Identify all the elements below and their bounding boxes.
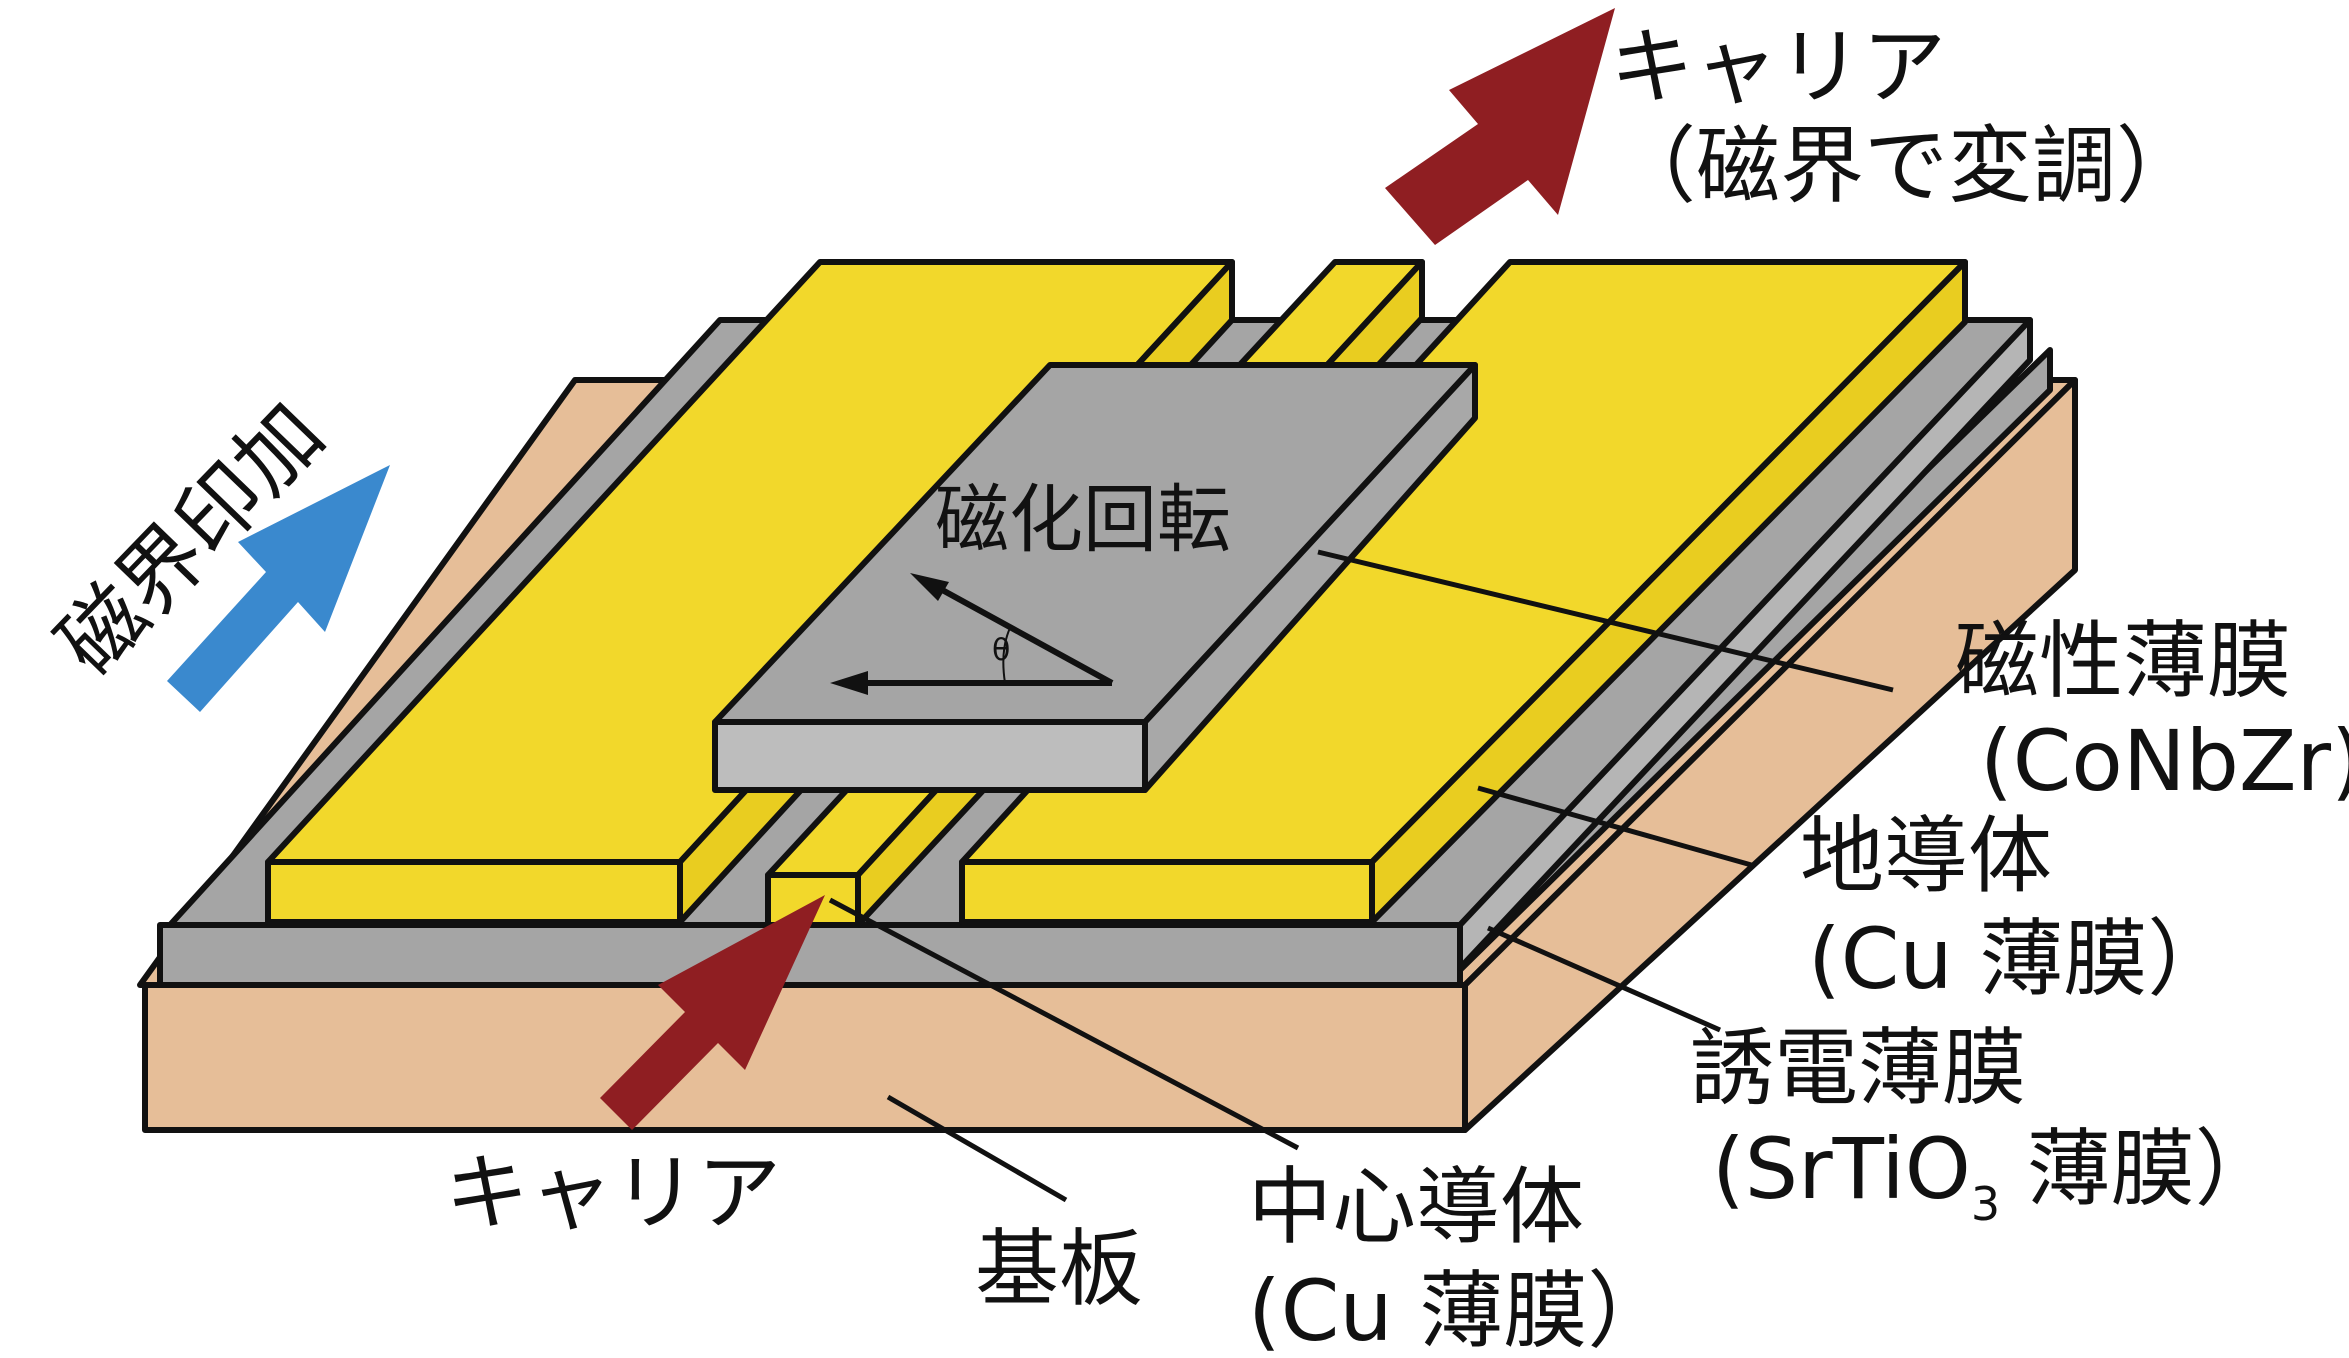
right-conductor-front (959, 859, 1375, 925)
leader-lines (828, 549, 1894, 1203)
angle-theta-label: θ (992, 633, 1010, 668)
carrier-input-arrow (600, 895, 825, 1130)
magnetization-rotated-arrow (933, 583, 1114, 686)
ground-conductor-leader (1477, 785, 1756, 869)
dielectric-front-face (157, 922, 1463, 988)
carrier-out-note: （磁界で変調） (1612, 117, 2200, 215)
left-conductor-front (265, 859, 683, 925)
magnetic-thin-film (712, 362, 1478, 793)
carrier-output-arrow (1385, 8, 1615, 245)
center-conductor-front (765, 872, 861, 928)
initial-arrowhead-icon (830, 671, 868, 695)
carrier-out-label: キャリア (1610, 18, 1946, 116)
ground-right-face (1457, 317, 2033, 971)
center-conductor-label: 中心導体 (1248, 1158, 1584, 1256)
magnetic-film-material: (CoNbZr) (1980, 712, 2349, 810)
magnetization-label: 磁化回転 (935, 477, 1231, 563)
ground-conductor-label: 地導体 (1800, 807, 2052, 905)
rotated-arrowhead-icon (910, 573, 949, 601)
dielectric-leader (1486, 925, 1722, 1033)
dielectric-film-material: (SrTiO3 薄膜） (1712, 1120, 2279, 1231)
substrate-front-face (142, 982, 1468, 1133)
substrate-leader (886, 1094, 1068, 1203)
magnetic-film-label: 磁性薄膜 (1955, 612, 2291, 710)
center-conductor-material: (Cu 薄膜） (1248, 1262, 1671, 1358)
magnetic-film-leader (1317, 549, 1894, 693)
dielectric-material-subscript: 3 (1971, 1177, 2000, 1231)
dielectric-film-label: 誘電薄膜 (1690, 1019, 2026, 1117)
ground-conductor-material: (Cu 薄膜） (1808, 910, 2231, 1008)
magnetic-film-front (712, 719, 1148, 793)
dielectric-material-main: (SrTiO (1712, 1120, 1971, 1218)
magnetic-field-arrow (167, 465, 390, 712)
rotation-angle-arc (1002, 627, 1011, 684)
dielectric-material-tail: 薄膜） (2000, 1120, 2279, 1218)
carrier-in-label: キャリア (445, 1144, 781, 1242)
center-conductor-leader (828, 897, 1300, 1151)
substrate-label: 基板 (975, 1220, 1143, 1318)
magnetization-vectors: θ (830, 573, 1114, 695)
